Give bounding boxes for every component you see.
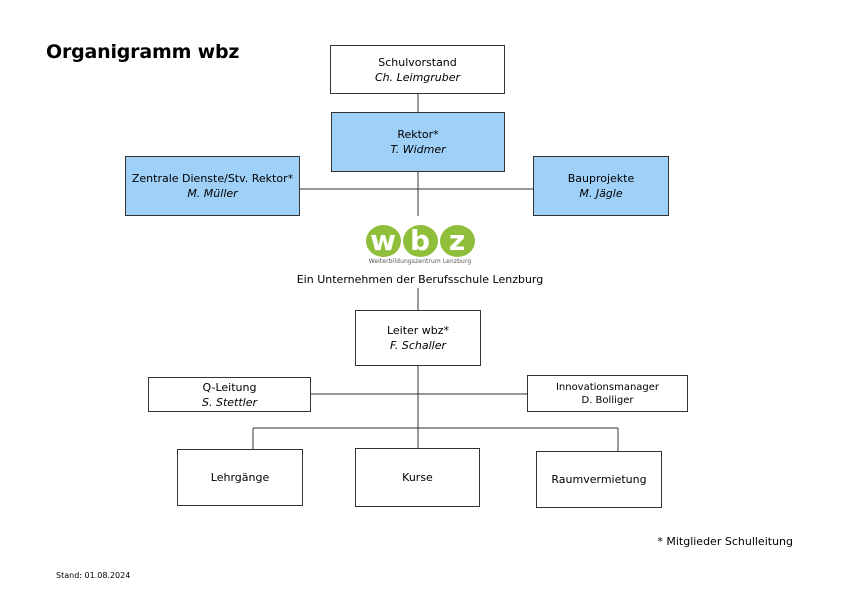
logo-letter-z: z xyxy=(439,225,475,257)
box-kurse: Kurse xyxy=(355,448,480,507)
role-leiter-wbz: Leiter wbz* xyxy=(386,324,450,337)
box-bauprojekte: Bauprojekte M. Jägle xyxy=(533,156,669,216)
name-bauprojekte: M. Jägle xyxy=(579,187,623,200)
logo-letter-w: w xyxy=(365,225,401,257)
logo-letter-b: b xyxy=(402,225,438,257)
role-zentrale-dienste: Zentrale Dienste/Stv. Rektor* xyxy=(131,172,294,185)
footnote: * Mitglieder Schulleitung xyxy=(657,535,793,548)
role-rektor: Rektor* xyxy=(397,128,439,141)
box-raumvermietung: Raumvermietung xyxy=(536,451,662,508)
name-schulvorstand: Ch. Leimgruber xyxy=(374,70,461,84)
box-rektor: Rektor* T. Widmer xyxy=(331,112,505,172)
box-innovationsmanager: Innovationsmanager D. Bolliger xyxy=(527,375,688,412)
stand-date: Stand: 01.08.2024 xyxy=(56,571,131,580)
role-kurse: Kurse xyxy=(402,471,433,484)
name-q-leitung: S. Stettler xyxy=(201,395,257,409)
box-schulvorstand: Schulvorstand Ch. Leimgruber xyxy=(330,45,505,94)
box-q-leitung: Q-Leitung S. Stettler xyxy=(148,377,311,412)
name-innovationsmanager: D. Bolliger xyxy=(581,394,634,406)
role-innovationsmanager: Innovationsmanager xyxy=(555,381,660,393)
role-schulvorstand: Schulvorstand xyxy=(378,55,457,69)
logo-tagline: Weiterbildungszentrum Lenzburg xyxy=(368,258,472,265)
box-leiter-wbz: Leiter wbz* F. Schaller xyxy=(355,310,481,366)
name-zentrale-dienste: M. Müller xyxy=(187,187,238,200)
wbz-logo: w b z Weiterbildungszentrum Lenzburg xyxy=(360,225,480,267)
role-bauprojekte: Bauprojekte xyxy=(567,172,635,185)
subtitle: Ein Unternehmen der Berufsschule Lenzbur… xyxy=(296,273,544,286)
role-q-leitung: Q-Leitung xyxy=(202,380,257,394)
name-rektor: T. Widmer xyxy=(390,143,446,156)
name-leiter-wbz: F. Schaller xyxy=(389,339,447,352)
box-lehrgaenge: Lehrgänge xyxy=(177,449,303,506)
box-zentrale-dienste: Zentrale Dienste/Stv. Rektor* M. Müller xyxy=(125,156,300,216)
role-lehrgaenge: Lehrgänge xyxy=(210,471,270,484)
page-title: Organigramm wbz xyxy=(46,41,240,63)
role-raumvermietung: Raumvermietung xyxy=(551,473,647,486)
